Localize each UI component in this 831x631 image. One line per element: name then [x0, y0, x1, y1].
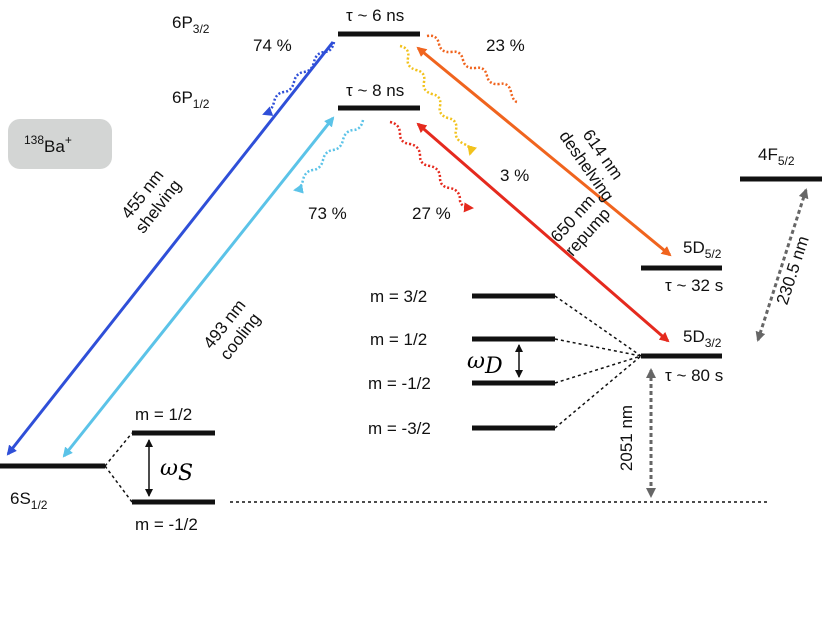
shelving-transition-arrow [6, 41, 335, 456]
cooling-label: 493 nm cooling [200, 296, 265, 364]
d-m1-label: m = 3/2 [370, 287, 427, 306]
label-6s12: 6S1/2 [10, 489, 48, 512]
lifetime-5d32: τ ~ 80 s [665, 366, 723, 385]
shelving-label: 455 nm shelving [118, 166, 185, 237]
s-sublevel-connectors [104, 432, 133, 503]
decay-wave-p32-s [262, 41, 336, 116]
label-5d52: 5D5/2 [683, 238, 722, 261]
label-4f52: 4F5/2 [758, 145, 795, 168]
d-line-label: 2051 nm [617, 405, 636, 471]
f-line-arrow [755, 188, 809, 342]
deshelving-label: 614 nm deshelving [555, 126, 627, 205]
branching-p32-d32: 3 % [500, 166, 529, 185]
decay-wave-p12-s [293, 119, 365, 194]
d-m4-label: m = -3/2 [368, 419, 431, 438]
lifetime-6p32: τ ~ 6 ns [346, 6, 404, 25]
deshelving-transition-arrow [416, 46, 672, 257]
d-m3-label: m = -1/2 [368, 374, 431, 393]
lifetime-5d52: τ ~ 32 s [665, 276, 723, 295]
branching-p32-d52: 23 % [486, 36, 525, 55]
label-6p12: 6P1/2 [172, 88, 210, 111]
label-6p32: 6P3/2 [172, 13, 210, 36]
s-lower-label: m = -1/2 [135, 515, 198, 534]
decay-wave-p32-d52 [426, 34, 518, 104]
d-m2-label: m = 1/2 [370, 330, 427, 349]
branching-p32-s: 74 % [253, 36, 292, 55]
branching-p12-d32: 27 % [412, 204, 451, 223]
s-upper-label: m = 1/2 [135, 405, 192, 424]
cooling-transition-arrow [62, 116, 335, 458]
decay-wave-p12-d32 [389, 120, 474, 213]
decay-wave-p32-d32 [399, 44, 478, 156]
lifetime-6p12: τ ~ 8 ns [346, 81, 404, 100]
branching-p12-s: 73 % [308, 204, 347, 223]
repump-transition-arrow [416, 122, 670, 343]
label-5d32: 5D3/2 [683, 327, 722, 350]
omega-d-label: ωD [467, 349, 503, 379]
omega-s-label: ωS [160, 456, 193, 486]
d-sublevel-connectors [554, 295, 642, 429]
